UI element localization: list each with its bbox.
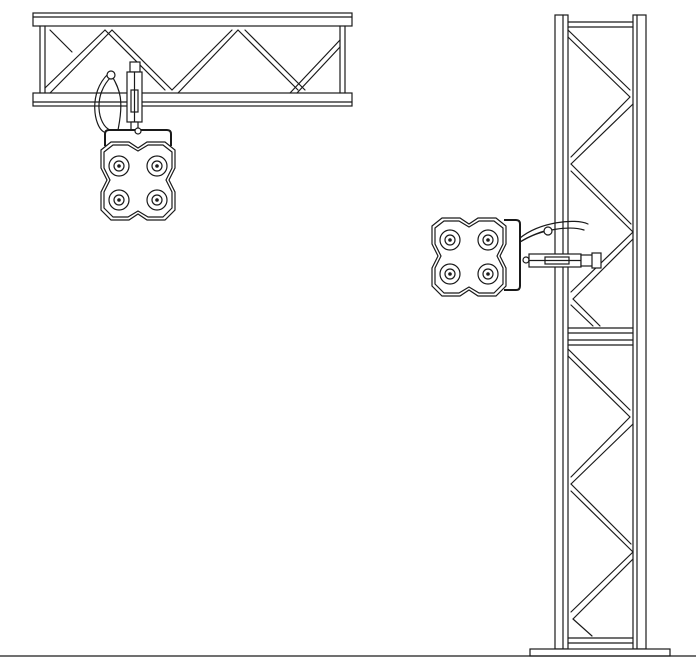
truss-lattice xyxy=(44,29,341,94)
safety-cable-side xyxy=(519,220,589,243)
fixture-body xyxy=(431,217,507,297)
fixture-body xyxy=(100,141,176,221)
horizontal-truss xyxy=(32,12,353,107)
tower-left-chord xyxy=(554,14,569,650)
mounting-clamp xyxy=(126,61,143,131)
fixture-lens xyxy=(439,229,499,285)
vertical-truss-tower xyxy=(529,14,671,657)
tower-right-chord xyxy=(632,14,647,650)
truss-bottom-chord xyxy=(32,92,353,107)
mounting-clamp-side xyxy=(528,252,602,269)
truss-top-chord xyxy=(32,12,353,27)
light-fixture-hanging xyxy=(100,127,176,221)
tower-base-plate xyxy=(529,648,671,657)
tower-lattice-upper xyxy=(567,29,634,327)
light-fixture-side-mounted xyxy=(431,217,530,297)
fixture-lens xyxy=(108,155,168,211)
safety-cable xyxy=(94,70,122,133)
tower-lattice-lower xyxy=(567,348,634,637)
